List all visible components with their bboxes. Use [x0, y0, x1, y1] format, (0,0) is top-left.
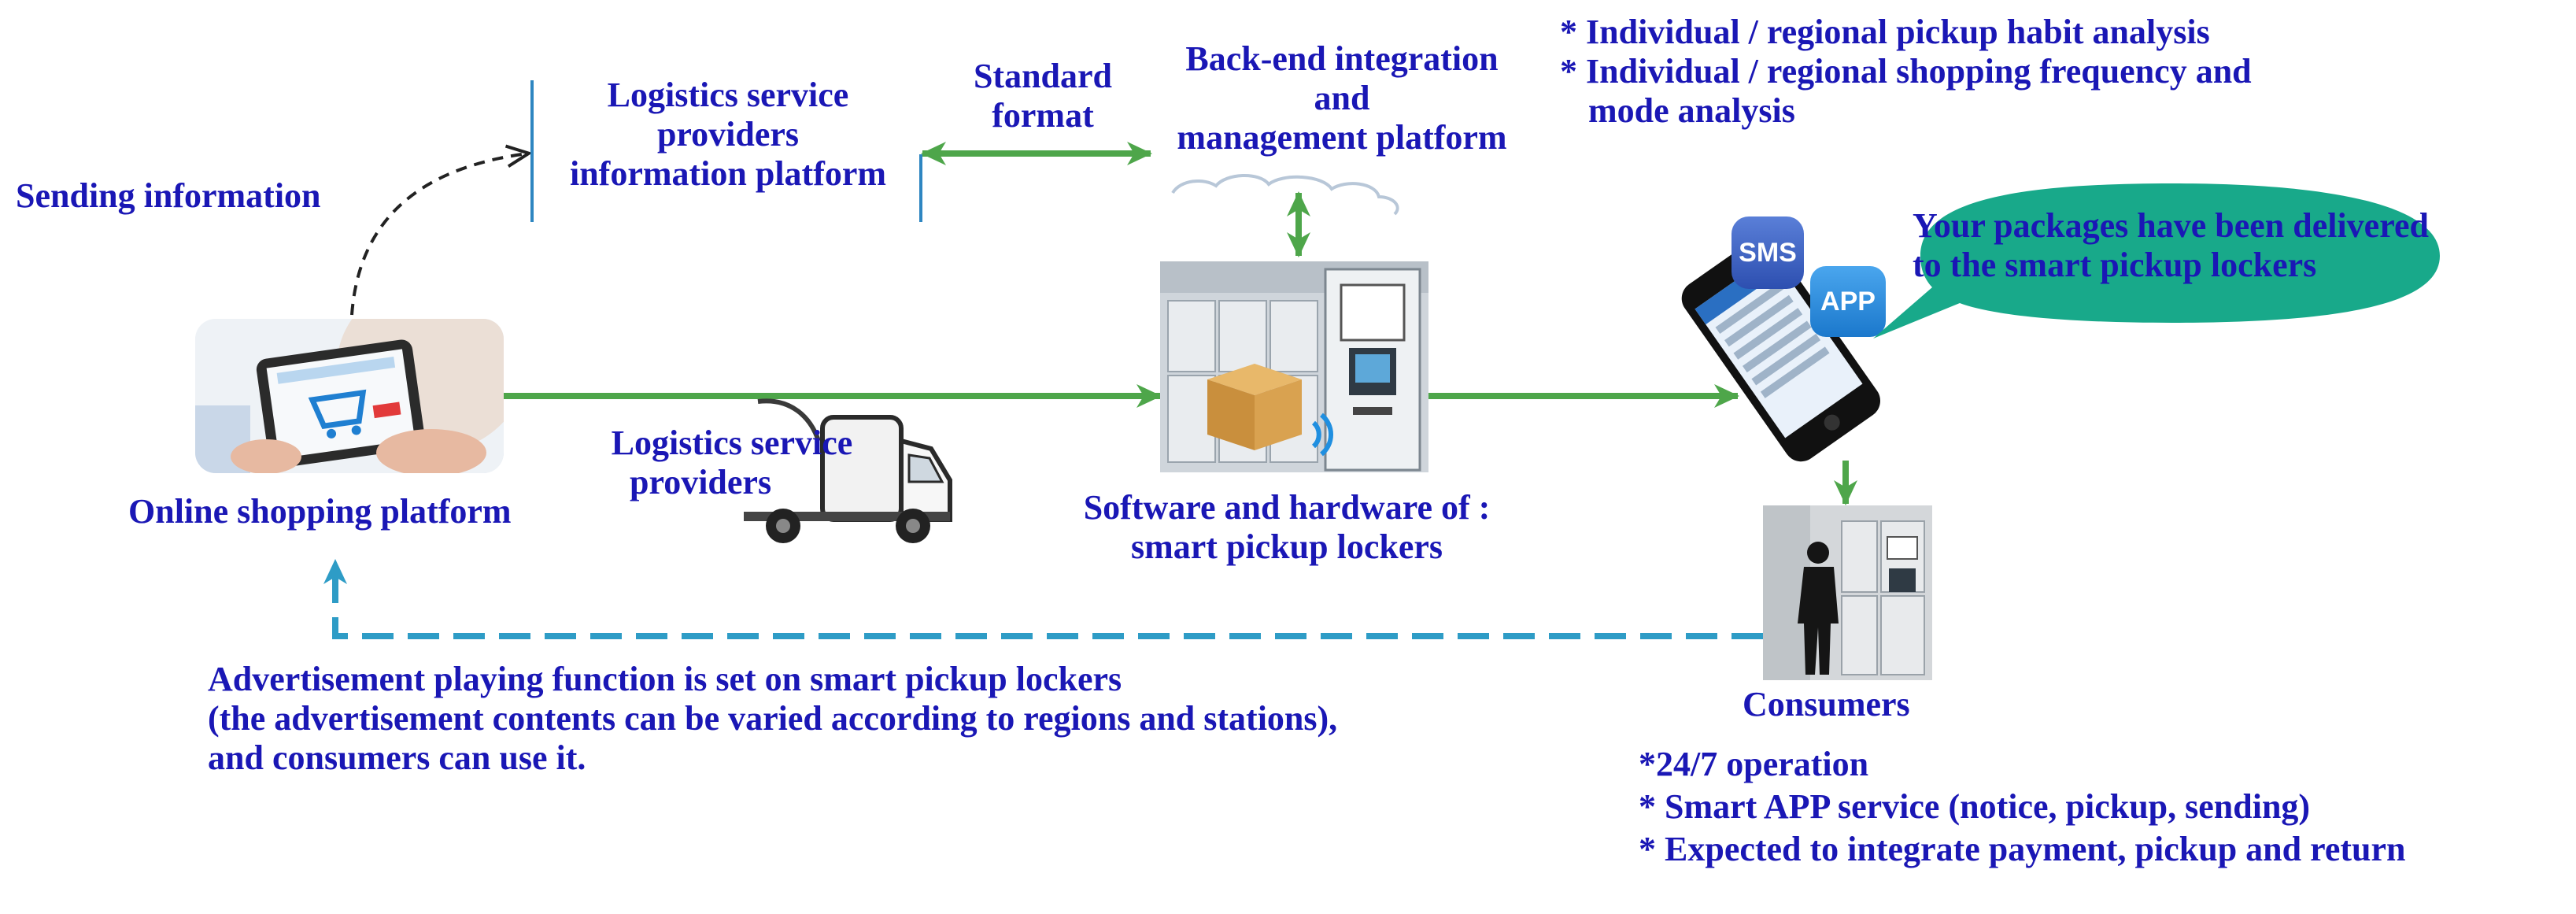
locker-photo	[1160, 261, 1428, 472]
phone-message-line-2: to the smart pickup lockers	[1913, 246, 2317, 284]
standard-format-line-1: Standard	[973, 57, 1113, 95]
analysis-list: * Individual / regional pickup habit ana…	[1560, 13, 2252, 131]
logistics-info-platform-line-2: providers	[656, 115, 800, 154]
lockers-line-2: smart pickup lockers	[1131, 527, 1443, 566]
truck-icon	[744, 398, 952, 543]
app-icon: APP	[1810, 266, 1886, 337]
speech-bubble	[1873, 183, 2440, 339]
sms-label: SMS	[1739, 237, 1797, 268]
app-label: APP	[1820, 286, 1876, 316]
consumer-photo	[1763, 505, 1932, 680]
standard-format-line-2: format	[992, 96, 1094, 135]
tablet-shopping-photo	[195, 319, 504, 473]
features-list: *24/7 operation * Smart APP service (not…	[1639, 743, 2406, 871]
advertisement-line: (the advertisement contents can be varie…	[208, 699, 1338, 738]
logistics-providers-line-2: providers	[630, 463, 772, 501]
advertisement-feedback-arrow	[323, 559, 1763, 639]
backend-platform-line-1: Back-end integration	[1185, 39, 1499, 78]
analysis-item: mode analysis	[1588, 91, 1795, 130]
feature-item: * Expected to integrate payment, pickup …	[1639, 830, 2406, 868]
lockers-line-1: Software and hardware of :	[1083, 488, 1491, 527]
analysis-item: * Individual / regional shopping frequen…	[1560, 52, 2252, 91]
feature-item: * Smart APP service (notice, pickup, sen…	[1639, 787, 2311, 826]
sending-information-label: Sending information	[16, 176, 321, 215]
cloud-icon	[1171, 174, 1399, 216]
advertisement-text: Advertisement playing function is set on…	[208, 660, 1337, 778]
logistics-providers-label: Logistics service providers	[582, 424, 881, 502]
sms-icon: SMS	[1732, 216, 1804, 289]
logistics-info-platform-line-3: information platform	[569, 154, 887, 193]
logistics-info-platform-line-1: Logistics service	[607, 76, 849, 114]
backend-platform-line-3: management platform	[1177, 118, 1507, 157]
advertisement-line: and consumers can use it.	[208, 738, 586, 777]
phone-message: Your packages have been delivered to the…	[1913, 206, 2429, 285]
sending-information-arrow	[350, 154, 527, 316]
consumers-label: Consumers	[1743, 685, 1910, 723]
backend-platform-label: Back-end integration and management plat…	[1137, 39, 1547, 157]
phone-message-line-1: Your packages have been delivered	[1913, 206, 2429, 245]
backend-platform-line-2: and	[1314, 79, 1370, 117]
lockers-label: Software and hardware of : smart pickup …	[1043, 488, 1531, 567]
online-shopping-label: Online shopping platform	[128, 492, 512, 531]
feature-item: *24/7 operation	[1639, 745, 1869, 783]
logistics-info-platform-label: Logistics service providers information …	[535, 76, 921, 194]
standard-format-label: Standard format	[929, 57, 1157, 135]
analysis-item: * Individual / regional pickup habit ana…	[1560, 13, 2210, 51]
advertisement-line: Advertisement playing function is set on…	[208, 660, 1122, 698]
logistics-providers-line-1: Logistics service	[611, 424, 853, 462]
